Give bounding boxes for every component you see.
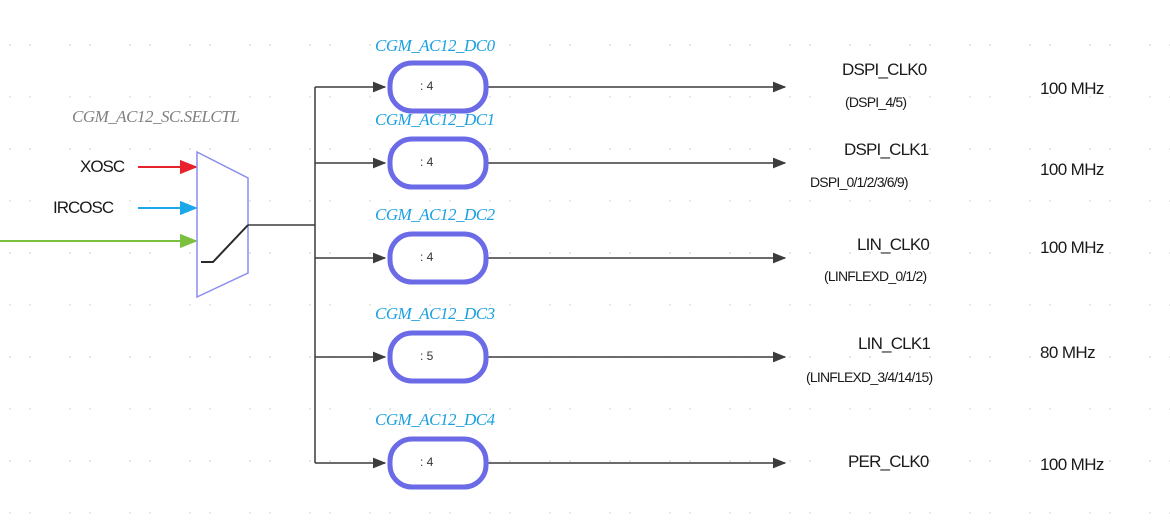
divider-register-label: CGM_AC12_DC3 [375, 304, 495, 323]
clock-name: DSPI_CLK1 [844, 140, 929, 159]
mux-register-label: CGM_AC12_SC.SELCTL [72, 107, 240, 126]
clock-mux [196, 150, 249, 299]
divider-value: : 4 [420, 250, 434, 264]
divider-block [387, 436, 489, 490]
divider-block [387, 231, 489, 285]
clock-name: PER_CLK0 [848, 452, 929, 471]
divider-value: : 4 [420, 79, 434, 93]
divider-value: : 4 [420, 155, 434, 169]
divider-register-label: CGM_AC12_DC4 [375, 410, 495, 429]
divider-register-label: CGM_AC12_DC1 [375, 110, 495, 129]
input-label-xosc: XOSC [80, 157, 125, 176]
clock-consumers: (LINFLEXD_0/1/2) [824, 268, 927, 284]
clock-name: LIN_CLK1 [858, 334, 931, 353]
clock-consumers: (DSPI_4/5) [845, 94, 907, 110]
clock-name: DSPI_CLK0 [842, 60, 927, 79]
divider-value: : 4 [420, 455, 434, 469]
mux-switch [201, 224, 249, 263]
divider-register-label: CGM_AC12_DC0 [375, 36, 495, 55]
clock-frequency: 100 MHz [1040, 238, 1104, 257]
divider-block [387, 136, 489, 190]
divider-register-label: CGM_AC12_DC2 [375, 205, 495, 224]
divider-block [387, 330, 489, 384]
clock-frequency: 100 MHz [1040, 160, 1104, 179]
input-label-ircosc: IRCOSC [53, 198, 114, 217]
clock-frequency: 100 MHz [1040, 455, 1104, 474]
clock-frequency: 100 MHz [1040, 79, 1104, 98]
clock-consumers: DSPI_0/1/2/3/6/9) [810, 174, 909, 190]
clock-name: LIN_CLK0 [857, 235, 930, 254]
clock-frequency: 80 MHz [1040, 343, 1096, 362]
clock-consumers: (LINFLEXD_3/4/14/15) [806, 369, 933, 385]
divider-value: : 5 [420, 349, 434, 363]
divider-block [387, 60, 489, 114]
